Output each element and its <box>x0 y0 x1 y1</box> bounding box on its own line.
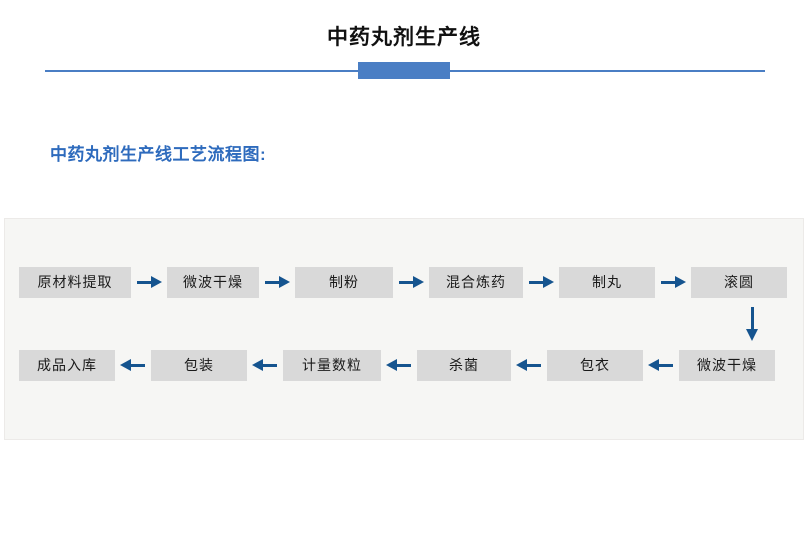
flow-node-finished-goods-warehousing[interactable]: 成品入库 <box>19 350 115 381</box>
arrow-left-icon <box>115 350 151 381</box>
flow-node-counting-metering[interactable]: 计量数粒 <box>283 350 381 381</box>
flow-node-microwave-drying-2[interactable]: 微波干燥 <box>679 350 775 381</box>
process-flow-panel: 原材料提取 微波干燥 制粉 混合炼药 制丸 滚圆 成品入库 <box>4 218 804 440</box>
arrow-right-icon <box>523 267 559 298</box>
flow-node-coating[interactable]: 包衣 <box>547 350 643 381</box>
arrow-right-icon <box>655 267 691 298</box>
flow-node-microwave-drying-1[interactable]: 微波干燥 <box>167 267 259 298</box>
arrow-left-icon <box>247 350 283 381</box>
flow-node-packaging[interactable]: 包装 <box>151 350 247 381</box>
flow-node-spheronization[interactable]: 滚圆 <box>691 267 787 298</box>
flow-row-top: 原材料提取 微波干燥 制粉 混合炼药 制丸 滚圆 <box>5 267 805 298</box>
flow-node-mixing-refining[interactable]: 混合炼药 <box>429 267 523 298</box>
flow-node-pill-making[interactable]: 制丸 <box>559 267 655 298</box>
flow-node-powder-milling[interactable]: 制粉 <box>295 267 393 298</box>
arrow-right-icon <box>131 267 167 298</box>
flow-node-sterilization[interactable]: 杀菌 <box>417 350 511 381</box>
page-title: 中药丸剂生产线 <box>327 26 481 49</box>
arrow-left-icon <box>643 350 679 381</box>
arrow-left-icon <box>511 350 547 381</box>
arrow-right-icon <box>259 267 295 298</box>
arrow-left-icon <box>381 350 417 381</box>
arrow-down-icon <box>746 307 760 343</box>
title-accent-bar <box>358 62 450 79</box>
flow-node-raw-material-extraction[interactable]: 原材料提取 <box>19 267 131 298</box>
flow-row-bottom: 成品入库 包装 计量数粒 杀菌 包衣 微波干燥 <box>5 350 805 381</box>
arrow-right-icon <box>393 267 429 298</box>
section-heading: 中药丸剂生产线工艺流程图: <box>50 145 267 164</box>
